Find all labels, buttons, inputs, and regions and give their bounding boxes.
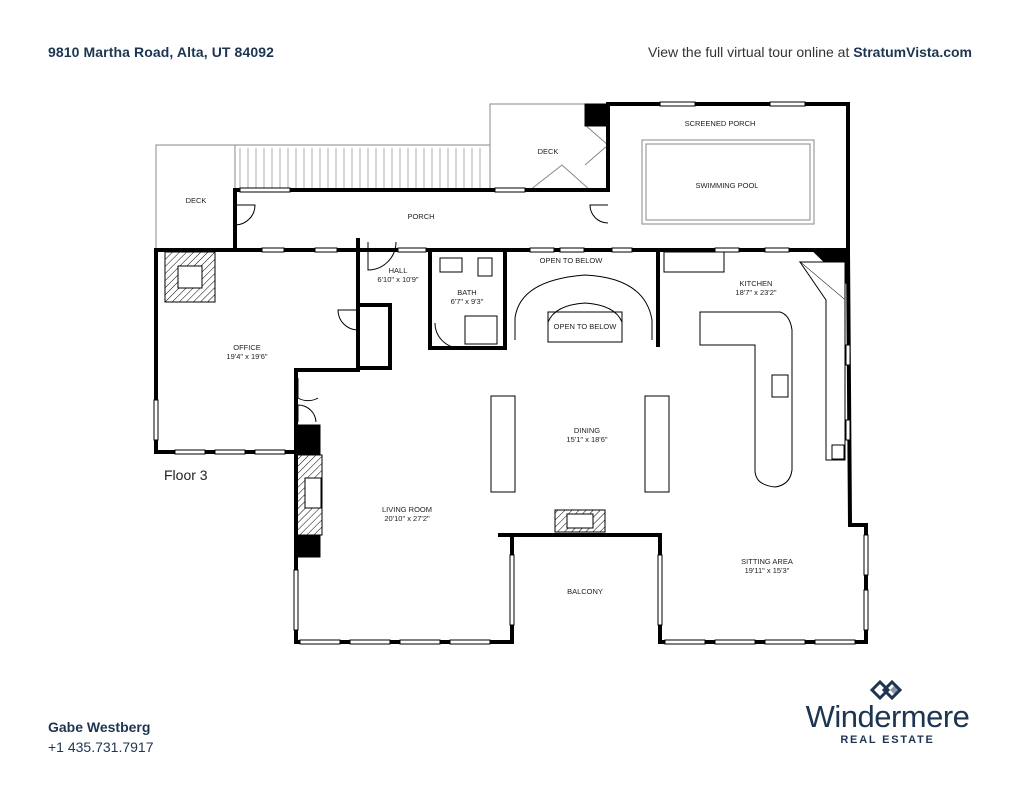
curved-staircase xyxy=(514,274,653,343)
room-living-dims: 20'10" x 27'2" xyxy=(384,514,430,523)
room-dining-dims: 15'1" x 18'6" xyxy=(566,435,607,444)
windows xyxy=(153,101,869,645)
room-balcony: BALCONY xyxy=(567,587,603,596)
room-sitting-name: SITTING AREA xyxy=(741,557,793,566)
room-bath-dims: 6'7" x 9'3" xyxy=(451,297,484,306)
room-dining-name: DINING xyxy=(574,426,600,435)
agent-contact: Gabe Westberg +1 435.731.7917 xyxy=(48,717,154,757)
room-open-below-top: OPEN TO BELOW xyxy=(540,256,604,265)
floor-label: Floor 3 xyxy=(164,467,208,483)
room-screened-porch: SCREENED PORCH xyxy=(685,119,756,128)
deck-outlines xyxy=(155,103,815,250)
room-bath-name: BATH xyxy=(457,288,476,297)
virtual-tour-note: View the full virtual tour online at Str… xyxy=(648,44,972,60)
room-deck-upper: DECK xyxy=(538,147,559,156)
room-swimming-pool: SWIMMING POOL xyxy=(696,181,759,190)
room-office-dims: 19'4" x 19'6" xyxy=(226,352,267,361)
brand-wordmark: Windermere xyxy=(805,699,970,734)
room-porch: PORCH xyxy=(407,212,434,221)
tour-site-link[interactable]: StratumVista.com xyxy=(853,44,972,60)
room-deck-left: DECK xyxy=(186,196,207,205)
room-kitchen-dims: 18'7" x 23'2" xyxy=(735,288,776,297)
windermere-logo-icon xyxy=(870,680,903,700)
room-open-below-stair: OPEN TO BELOW xyxy=(554,322,618,331)
room-labels: DECK DECK PORCH SCREENED PORCH SWIMMING … xyxy=(186,119,793,596)
room-living-name: LIVING ROOM xyxy=(382,505,432,514)
brand-logo: Windermere REAL ESTATE xyxy=(800,680,980,750)
furniture xyxy=(439,257,670,493)
brand-tagline: REAL ESTATE xyxy=(840,734,935,746)
tour-prefix: View the full virtual tour online at xyxy=(648,44,854,60)
agent-phone[interactable]: +1 435.731.7917 xyxy=(48,739,154,755)
doors xyxy=(234,204,609,423)
property-address: 9810 Martha Road, Alta, UT 84092 xyxy=(48,44,274,60)
kitchen-counters xyxy=(663,251,846,488)
room-kitchen-name: KITCHEN xyxy=(740,279,773,288)
room-office-name: OFFICE xyxy=(233,343,261,352)
room-hall-dims: 6'10" x 10'9" xyxy=(377,275,418,284)
room-sitting-dims: 19'11" x 15'3" xyxy=(745,566,790,575)
agent-name: Gabe Westberg xyxy=(48,719,151,735)
exterior-stair xyxy=(239,148,481,188)
room-hall-name: HALL xyxy=(389,266,408,275)
